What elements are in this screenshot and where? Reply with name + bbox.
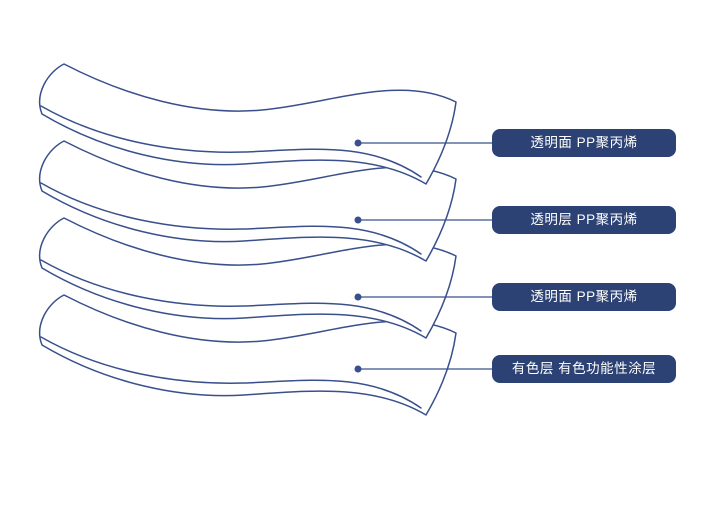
layer-label-2: 透明层 PP聚丙烯	[492, 206, 676, 234]
connector-dot-2	[354, 216, 362, 224]
layer-label-1: 透明面 PP聚丙烯	[492, 129, 676, 157]
connector-dot-3	[354, 293, 362, 301]
connector-dot-4	[354, 365, 362, 373]
layer-label-3: 透明面 PP聚丙烯	[492, 283, 676, 311]
connector-dot-1	[354, 139, 362, 147]
layer-label-4: 有色层 有色功能性涂层	[492, 355, 676, 383]
